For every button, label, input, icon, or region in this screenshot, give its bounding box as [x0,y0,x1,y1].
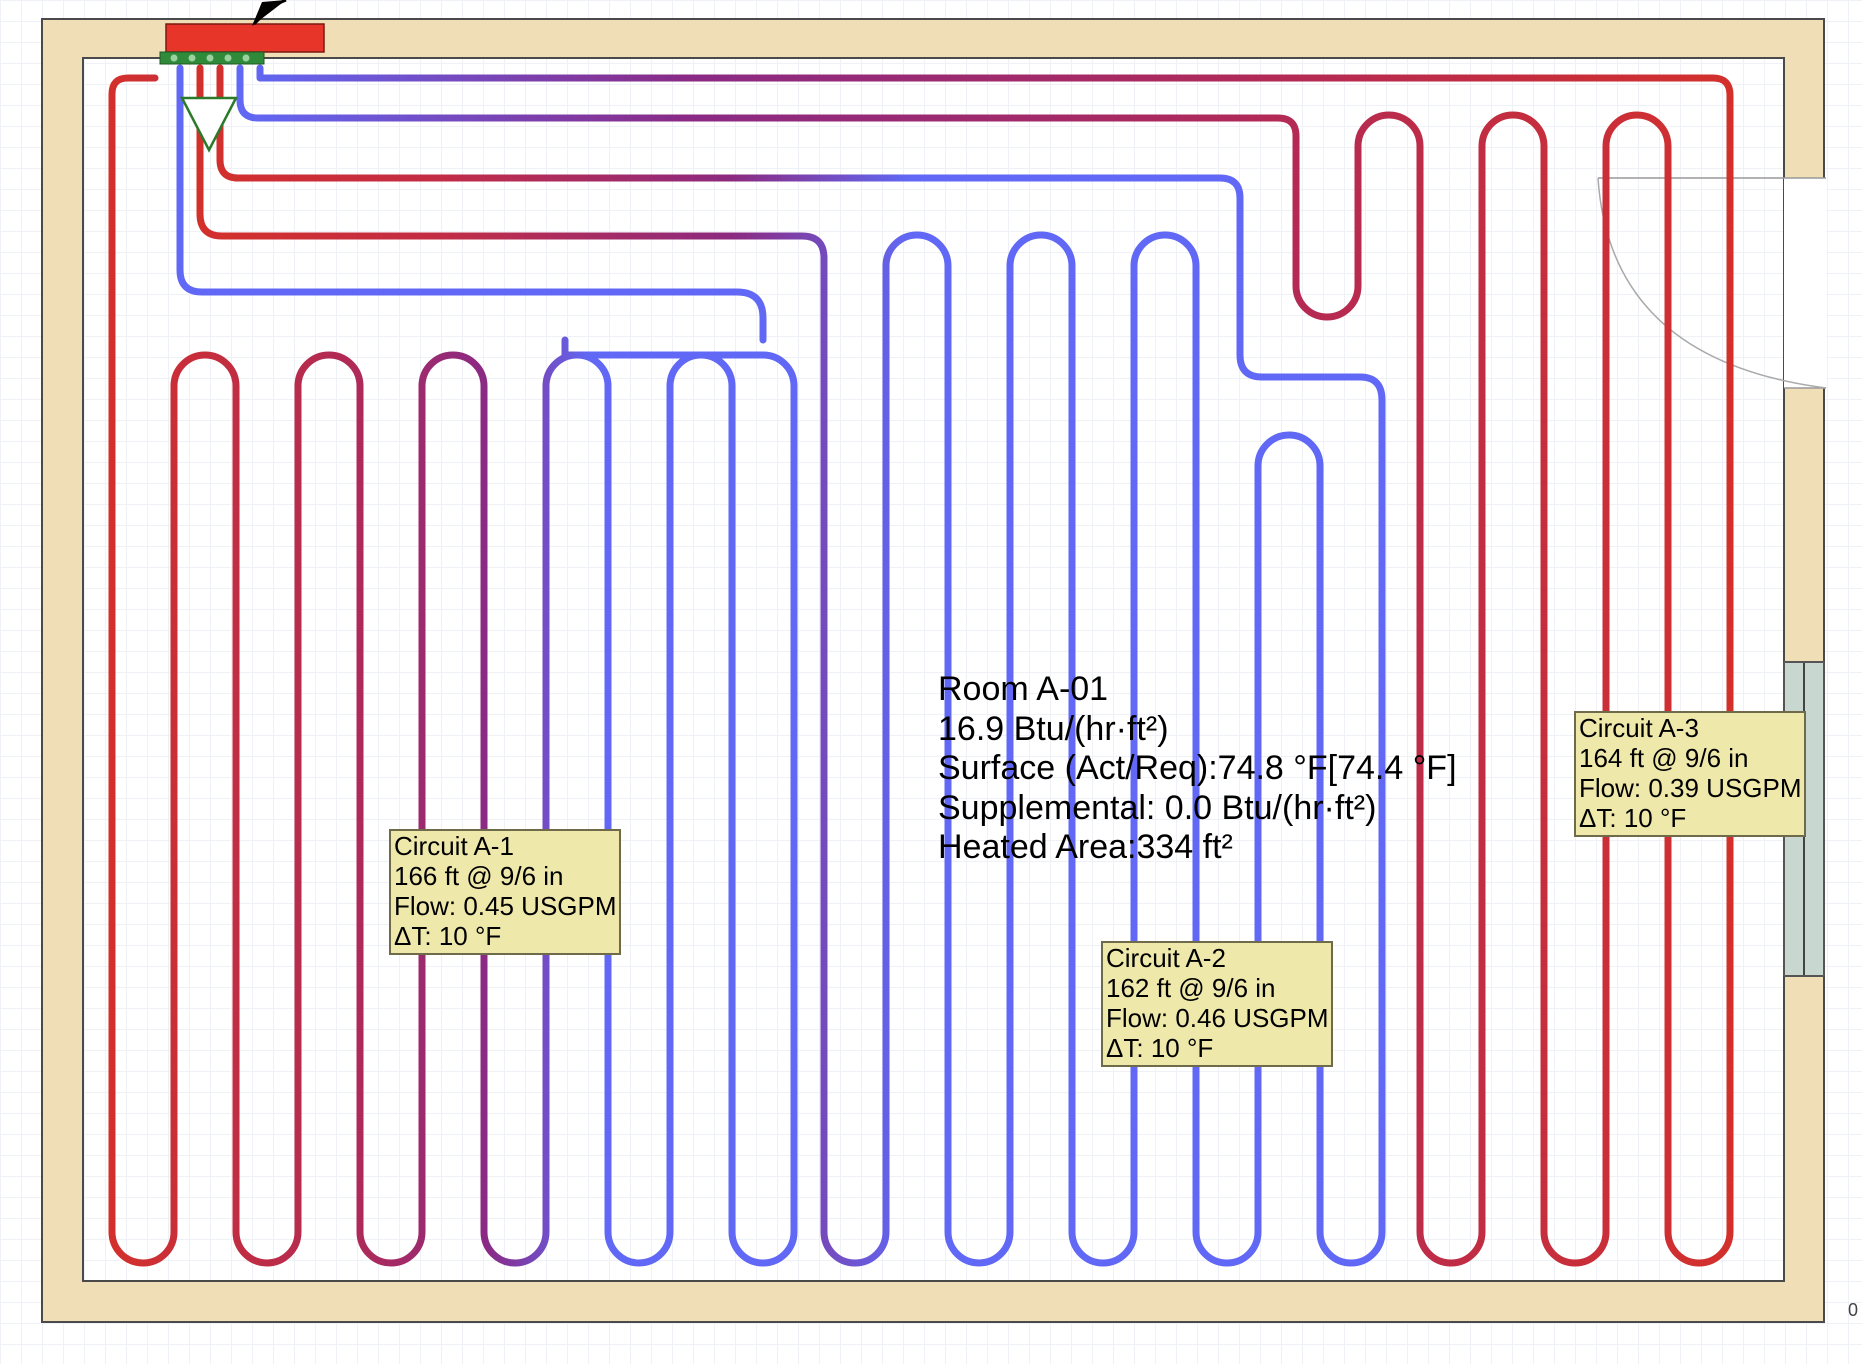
circuit-length: 164 ft @ 9/6 in [1579,743,1749,773]
circuit-name: Circuit A-3 [1579,713,1699,743]
circuit-a1-label[interactable]: Circuit A-1 166 ft @ 9/6 in Flow: 0.45 U… [389,829,621,955]
manifold[interactable] [159,0,325,65]
room-name: Room A-01 [938,670,1109,708]
room-surface-temp: Surface (Act/Req):74.8 °F[74.4 °F] [938,749,1457,787]
circuit-name: Circuit A-1 [394,831,514,861]
circuit-a3-label[interactable]: Circuit A-3 164 ft @ 9/6 in Flow: 0.39 U… [1574,711,1806,837]
circuit-a2-label[interactable]: Circuit A-2 162 ft @ 9/6 in Flow: 0.46 U… [1101,941,1333,1067]
circuit-flow: Flow: 0.45 USGPM [394,891,617,921]
circuit-flow: Flow: 0.39 USGPM [1579,773,1802,803]
drain-valve-icon [179,96,239,153]
circuit-a3-pipe [236,64,1734,1267]
circuit-flow: Flow: 0.46 USGPM [1106,1003,1329,1033]
circuit-a2-pipe [196,64,1386,1267]
door-opening [1597,177,1827,389]
room-heated-area: Heated Area:334 ft² [938,828,1233,866]
circuit-delta-t: ΔT: 10 °F [394,921,502,951]
circuit-delta-t: ΔT: 10 °F [1106,1033,1214,1063]
room-info: Room A-01 16.9 Btu/(hr·ft²) Surface (Act… [938,670,1457,868]
circuit-delta-t: ΔT: 10 °F [1579,803,1687,833]
room-walls [42,19,1824,1322]
corner-scale-text: 0 [1848,1300,1859,1320]
room-heat-flux: 16.9 Btu/(hr·ft²) [938,709,1169,748]
circuit-a1-pipe [108,74,798,1267]
circuit-length: 166 ft @ 9/6 in [394,861,564,891]
room-supplemental: Supplemental: 0.0 Btu/(hr·ft²) [938,788,1377,827]
outer-wall-line [41,18,1825,1323]
circuit-name: Circuit A-2 [1106,943,1226,973]
circuit-a1-return [176,64,767,344]
circuit-length: 162 ft @ 9/6 in [1106,973,1276,1003]
